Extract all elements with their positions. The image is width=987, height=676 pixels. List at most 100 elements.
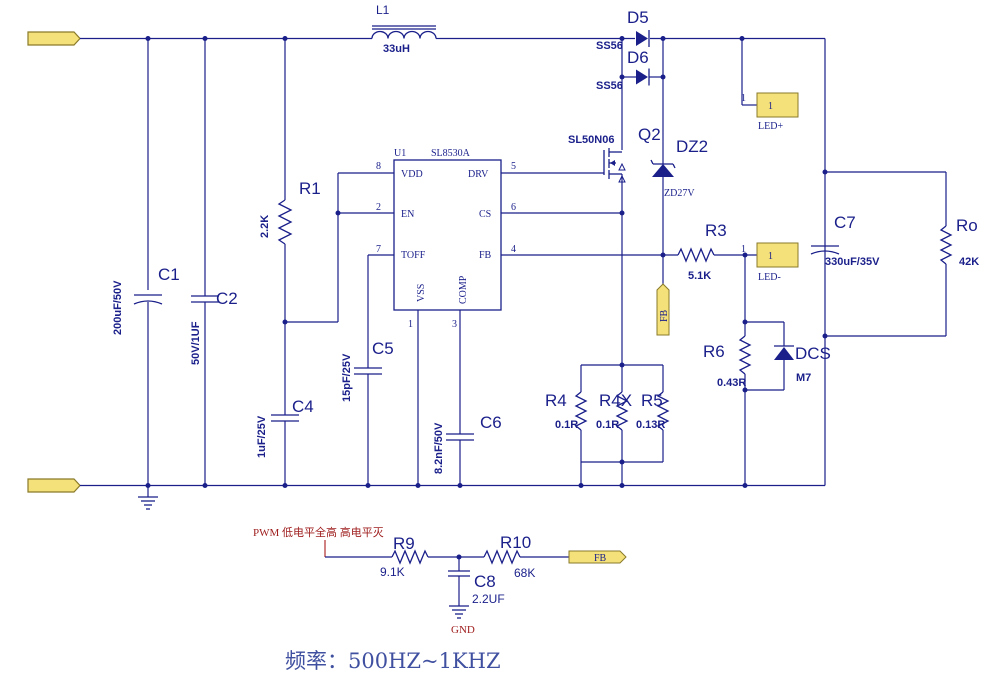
c6-ref: C6	[480, 413, 502, 432]
pwm-input-wire	[324, 540, 392, 558]
pin-drv-num: 5	[511, 161, 516, 172]
r4x-value: 0.1R	[596, 419, 619, 431]
ro-ref: Ro	[956, 216, 978, 235]
junction-dots	[145, 36, 828, 488]
pin-en-name: EN	[401, 209, 414, 220]
c2-ref: C2	[216, 289, 238, 308]
r6-ref: R6	[703, 342, 725, 361]
pin-toff-num: 7	[376, 244, 381, 255]
r4-ref: R4	[545, 391, 567, 410]
d5-ref: D5	[627, 8, 649, 27]
r5-value: 0.13R	[636, 419, 665, 431]
capacitor-c6	[446, 310, 474, 486]
diode-d5	[636, 30, 650, 47]
capacitor-c5	[354, 254, 394, 486]
d5-value: SS56	[596, 40, 623, 52]
d6-value: SS56	[596, 80, 623, 92]
c4-value: 1uF/25V	[256, 415, 268, 458]
r1-ref: R1	[299, 179, 321, 198]
c6-value: 8.2nF/50V	[433, 422, 445, 474]
dcs-value: M7	[796, 372, 811, 384]
dcs-ref: DCS	[795, 344, 831, 363]
ground-symbol-pwm	[449, 605, 469, 619]
pin-drv-name: DRV	[468, 169, 489, 180]
pin-vss-name: VSS	[416, 284, 427, 302]
pin-fb-name: FB	[479, 250, 492, 261]
gnd-label: GND	[451, 624, 475, 636]
led-plus-label: LED+	[758, 121, 783, 132]
inductor-l1	[355, 25, 440, 40]
vdd-en-wire	[285, 172, 394, 323]
fb-netlabel-vertical	[656, 283, 670, 336]
ic-u1-ref: U1	[394, 148, 406, 159]
r4x-ref: R4X	[599, 391, 632, 410]
pin-vdd-name: VDD	[401, 169, 423, 180]
fb-netlabel-horizontal-text: FB	[594, 553, 607, 564]
led-minus-label: LED-	[758, 272, 781, 283]
pwm-note: PWM 低电平全高 高电平灭	[253, 525, 384, 539]
r10-ref: R10	[500, 533, 531, 552]
mosfet-q2	[603, 77, 626, 365]
pin-fb-num: 4	[511, 244, 516, 255]
c7-value: 330uF/35V	[825, 256, 880, 268]
resistor-r3	[677, 247, 760, 263]
capacitor-c8	[448, 557, 470, 606]
q2-value: SL50N06	[568, 134, 614, 146]
resistor-r4	[574, 365, 588, 486]
r9-value: 9.1K	[380, 565, 405, 579]
pin-en-num: 2	[376, 202, 381, 213]
pin-toff-name: TOFF	[401, 250, 426, 261]
r3-ref: R3	[705, 221, 727, 240]
c1-value: 200uF/50V	[112, 280, 124, 335]
c5-value: 15pF/25V	[341, 353, 353, 402]
frequency-footer: 频率：500HZ~1KHZ	[285, 649, 501, 673]
ic-u1-part: SL8530A	[431, 148, 471, 159]
ic-u1-body	[393, 159, 502, 311]
resistor-r1	[277, 38, 293, 415]
resistor-r4x	[615, 365, 629, 486]
r3-value: 5.1K	[688, 270, 711, 282]
resistor-ro	[825, 171, 953, 337]
c8-value: 2.2UF	[472, 592, 505, 606]
zener-dz2	[650, 77, 676, 285]
led-plus-box: 1	[768, 101, 773, 112]
resistor-r6	[738, 322, 752, 486]
led-plus-pin: 1	[741, 93, 746, 104]
resistor-r10	[483, 549, 569, 565]
r1-value: 2.2K	[259, 215, 271, 238]
c7-ref: C7	[834, 213, 856, 232]
r5-ref: R5	[641, 391, 663, 410]
r9-ref: R9	[393, 534, 415, 553]
c2-value: 50V/1UF	[190, 321, 202, 365]
resistor-r9	[391, 549, 484, 565]
input-port-bottom	[27, 478, 81, 493]
c4-ref: C4	[292, 397, 314, 416]
dz2-value: ZD27V	[664, 188, 695, 199]
r6-value: 0.43R	[717, 377, 746, 389]
r4-value: 0.1R	[555, 419, 578, 431]
dz2-ref: DZ2	[676, 137, 708, 156]
connector-led-minus	[756, 242, 799, 268]
input-port-top	[27, 31, 81, 46]
c1-ref: C1	[158, 265, 180, 284]
capacitor-c4	[271, 414, 299, 486]
diode-dcs	[774, 322, 794, 390]
capacitor-c7	[810, 245, 840, 255]
d6-ref: D6	[627, 48, 649, 67]
pin-vss-num: 1	[408, 319, 413, 330]
ground-symbol-main	[138, 485, 158, 510]
q2-ref: Q2	[638, 125, 661, 144]
pin-comp-num: 3	[452, 319, 457, 330]
capacitor-c1	[133, 38, 163, 486]
c5-ref: C5	[372, 339, 394, 358]
led-minus-box: 1	[768, 251, 773, 262]
capacitor-c2	[191, 38, 219, 486]
fb-netlabel-vertical-text: FB	[659, 309, 670, 322]
resistor-r5	[656, 365, 670, 462]
c8-ref: C8	[474, 572, 496, 591]
pin-cs-num: 6	[511, 202, 516, 213]
led-minus-pin: 1	[741, 244, 746, 255]
r10-value: 68K	[514, 566, 535, 580]
ro-value: 42K	[959, 256, 979, 268]
